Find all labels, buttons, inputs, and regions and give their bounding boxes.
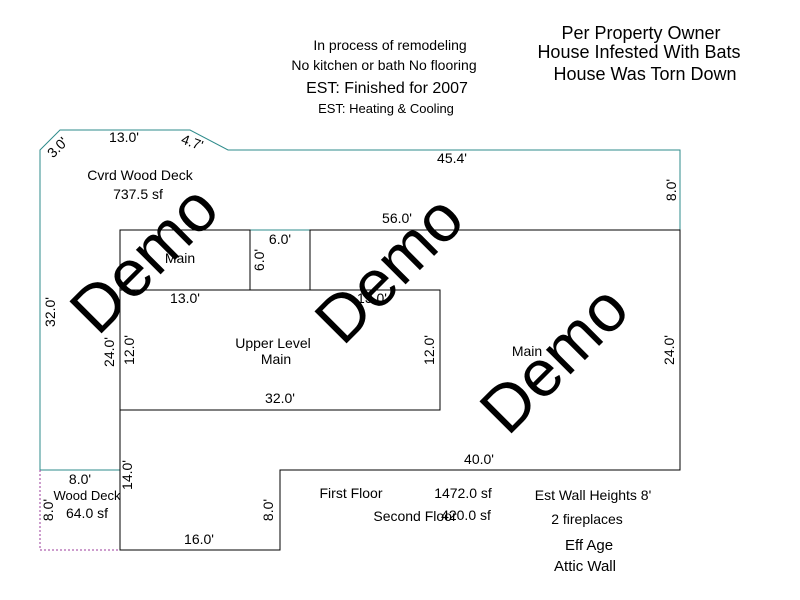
summary-second-floor-label: Second Floor xyxy=(373,508,457,524)
summary-second-floor-sf: 420.0 sf xyxy=(441,507,491,523)
small-deck-outline xyxy=(39,470,120,551)
area-main-right: Main xyxy=(512,343,542,359)
note-est-heating: EST: Heating & Cooling xyxy=(318,101,454,116)
dim-small-deck-left: 8.0' xyxy=(40,499,56,521)
owner-note-3: House Was Torn Down xyxy=(553,64,736,84)
dim-upper-right: 12.0' xyxy=(421,335,437,365)
area-upper-level: Upper Level xyxy=(235,335,311,351)
upper-level-outline xyxy=(119,289,441,411)
note-est-finished: EST: Finished for 2007 xyxy=(306,80,468,97)
dim-upper-top-left: 13.0' xyxy=(170,290,200,306)
summary-wall-heights: Est Wall Heights 8' xyxy=(535,487,652,503)
area-cvrd-deck-sf: 737.5 sf xyxy=(113,186,163,202)
summary-first-floor-sf: 1472.0 sf xyxy=(434,485,492,501)
area-cvrd-deck-label: Cvrd Wood Deck xyxy=(87,167,194,183)
area-upper-main: Main xyxy=(261,351,291,367)
dim-deck-left: 32.0' xyxy=(42,297,58,327)
covered-deck-outline xyxy=(39,129,681,471)
dim-notch-top: 6.0' xyxy=(269,231,291,247)
dim-deck-top-angle: 4.7' xyxy=(179,131,205,154)
dim-deck-top-right: 45.4' xyxy=(437,150,467,166)
note-remodel-2: No kitchen or bath No flooring xyxy=(291,57,476,73)
owner-note-1: Per Property Owner xyxy=(561,23,720,43)
dim-main-top: 56.0' xyxy=(382,210,412,226)
area-main-left: Main xyxy=(165,250,195,266)
dim-deck-right: 8.0' xyxy=(663,179,679,201)
dim-notch-side: 6.0' xyxy=(251,249,267,271)
area-wood-deck-sf: 64.0 sf xyxy=(66,505,108,521)
demo-watermark-2: Demo xyxy=(300,180,477,357)
dim-main-right: 24.0' xyxy=(661,335,677,365)
dim-main-left: 24.0' xyxy=(101,337,117,367)
dim-deck-top: 13.0' xyxy=(109,129,139,145)
dim-deck-top-left: 3.0' xyxy=(44,134,71,161)
dim-upper-top-right: 13.0' xyxy=(357,290,387,306)
summary-attic-wall: Attic Wall xyxy=(554,558,616,575)
dim-lower-left: 14.0' xyxy=(119,460,135,490)
dim-lower-bottom: 16.0' xyxy=(184,531,214,547)
area-wood-deck-label: Wood Deck xyxy=(54,488,121,503)
dim-small-deck-top: 8.0' xyxy=(69,471,91,487)
dim-lower-right: 8.0' xyxy=(260,499,276,521)
dim-upper-bottom: 32.0' xyxy=(265,390,295,406)
dim-bottom-step: 40.0' xyxy=(464,451,494,467)
summary-fireplaces: 2 fireplaces xyxy=(551,511,623,527)
note-remodel-1: In process of remodeling xyxy=(313,37,466,53)
dim-upper-left: 12.0' xyxy=(121,335,137,365)
owner-note-2: House Infested With Bats xyxy=(537,42,740,62)
summary-eff-age: Eff Age xyxy=(565,537,613,554)
summary-first-floor-label: First Floor xyxy=(320,485,383,501)
demo-watermark-3: Demo xyxy=(465,270,642,447)
